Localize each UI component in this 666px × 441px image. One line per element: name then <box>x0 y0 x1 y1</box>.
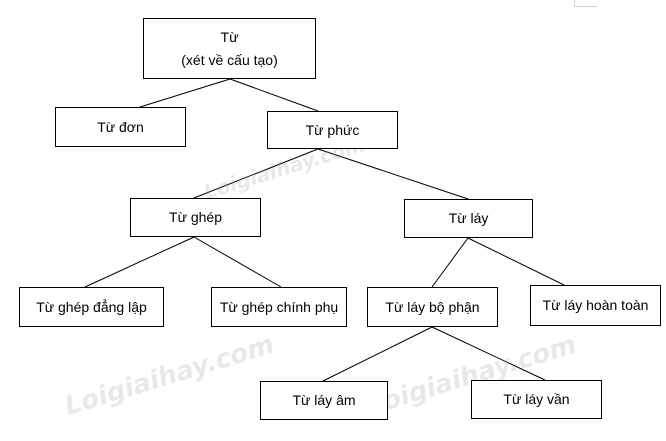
node-tu-ghep-dang-lap: Từ ghép đẳng lập <box>19 287 164 327</box>
edge-ghep-danglap <box>84 236 195 288</box>
node-tu-lay-bo-phan-label: Từ láy bộ phận <box>385 298 480 315</box>
node-tu-ghep-dang-lap-label: Từ ghép đẳng lập <box>36 298 147 315</box>
node-tu-ghep-chinh-phu-label: Từ ghép chính phụ <box>219 298 339 315</box>
node-tu-lay-hoan-toan: Từ láy hoàn toàn <box>530 285 661 326</box>
node-tu-lay-van: Từ láy vần <box>471 380 602 419</box>
node-tu-phuc: Từ phức <box>267 111 398 149</box>
edge-phuc-lay <box>317 148 469 200</box>
page-corner-mark <box>574 0 597 7</box>
edge-lay-hoantoan <box>467 237 565 286</box>
edge-bophan-van <box>431 326 546 381</box>
edge-phuc-ghep <box>193 148 319 199</box>
node-tu-lay-bo-phan: Từ láy bộ phận <box>367 287 498 327</box>
edge-root-phuc <box>229 78 319 112</box>
node-tu-lay-label: Từ láy <box>448 210 489 227</box>
node-tu-ghep-label: Từ ghép <box>169 209 222 226</box>
node-tu-lay-hoan-toan-label: Từ láy hoàn toàn <box>542 297 649 314</box>
edge-root-don <box>139 78 231 108</box>
node-tu-lay-am: Từ láy âm <box>260 381 388 420</box>
node-tu-ghep-chinh-phu: Từ ghép chính phụ <box>211 287 347 327</box>
node-tu-phuc-label: Từ phức <box>305 121 360 138</box>
edge-lay-bophan <box>431 237 469 288</box>
edge-bophan-am <box>322 326 433 382</box>
node-root: Từ (xét về cấu tạo) <box>143 18 316 79</box>
node-root-subtitle: (xét về cấu tạo) <box>181 52 278 69</box>
node-tu-don-label: Từ đơn <box>97 118 144 135</box>
node-tu-don: Từ đơn <box>55 107 186 147</box>
node-tu-lay-van-label: Từ láy vần <box>503 391 570 408</box>
node-root-title: Từ <box>220 28 239 45</box>
node-tu-lay: Từ láy <box>404 199 533 238</box>
node-tu-lay-am-label: Từ láy âm <box>292 392 356 409</box>
node-tu-ghep: Từ ghép <box>130 198 261 237</box>
edge-ghep-chinhphu <box>193 236 282 288</box>
